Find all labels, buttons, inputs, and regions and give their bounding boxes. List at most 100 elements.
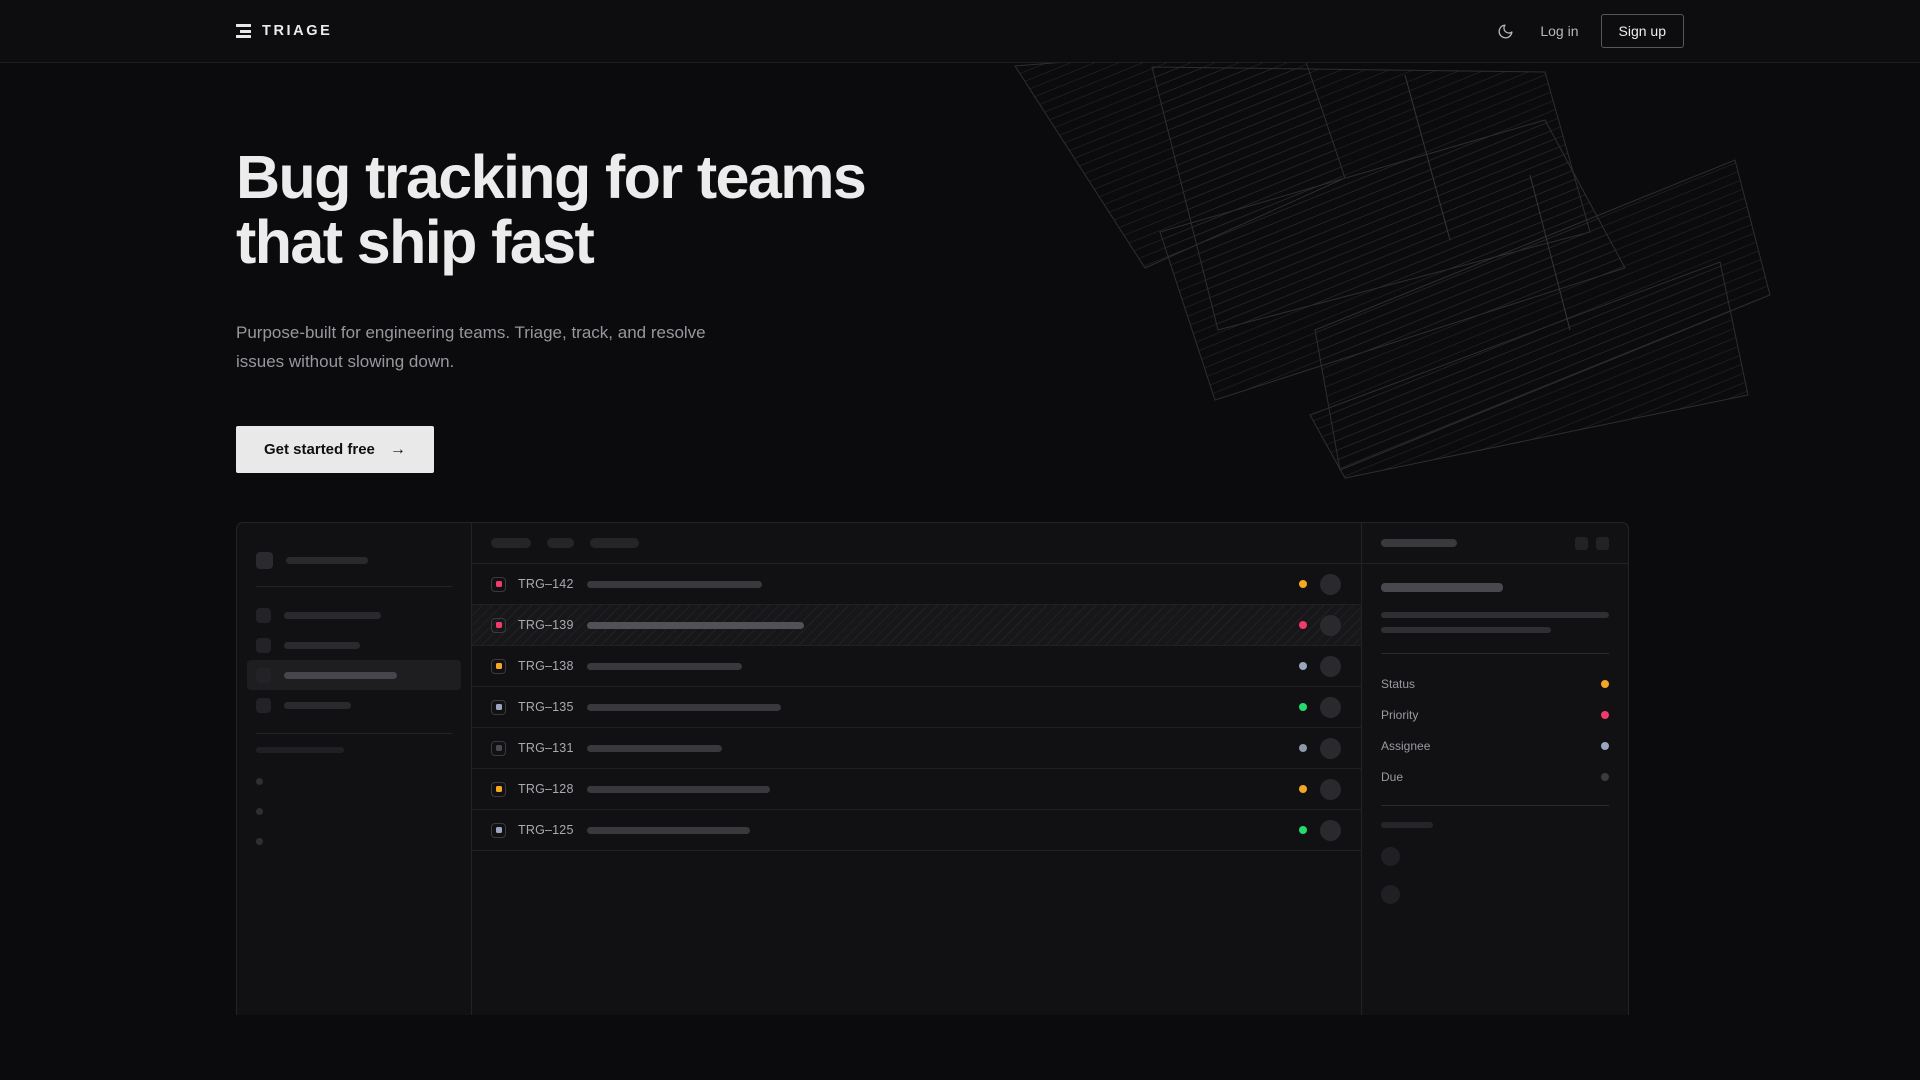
site-header: TRIAGE Log in Sign up: [0, 0, 1920, 63]
meta-label: Due: [1381, 769, 1404, 784]
detail-issue-title-placeholder: [1381, 583, 1503, 592]
meta-label: Status: [1381, 676, 1416, 691]
hero-title-line-1: Bug tracking for teams: [236, 143, 867, 211]
issue-title-placeholder: [587, 580, 762, 588]
detail-comments-label-placeholder: [1381, 822, 1433, 828]
sidebar-item-icon: [256, 667, 271, 683]
detail-action-button-0[interactable]: [1575, 536, 1588, 550]
login-link[interactable]: Log in: [1540, 23, 1579, 39]
sidebar-item-label-placeholder: [284, 611, 381, 619]
priority-indicator: [491, 617, 506, 633]
issue-key: TRG–135: [518, 700, 574, 714]
meta-row-status[interactable]: Status: [1381, 668, 1609, 699]
bullet-icon: [256, 777, 263, 785]
hero-subtitle: Purpose-built for engineering teams. Tri…: [236, 322, 706, 371]
stacked-bars-logo-icon: [236, 24, 251, 38]
issue-title-placeholder: [587, 826, 750, 834]
get-started-label: Get started free: [264, 441, 375, 458]
table-row[interactable]: TRG–138: [472, 646, 1361, 687]
table-row[interactable]: TRG–131: [472, 728, 1361, 769]
brand-logo[interactable]: TRIAGE: [236, 23, 332, 39]
table-row[interactable]: TRG–135: [472, 687, 1361, 728]
meta-label: Assignee: [1381, 738, 1431, 753]
issue-title-placeholder: [587, 785, 770, 793]
sidebar-nav: [247, 600, 461, 720]
sidebar-divider-2: [256, 733, 452, 734]
status-badge: [1299, 662, 1307, 670]
issue-key: TRG–131: [518, 741, 574, 755]
table-row[interactable]: TRG–139: [472, 605, 1361, 646]
mock-sidebar: [237, 523, 472, 1015]
status-badge: [1299, 621, 1307, 629]
workspace-switcher[interactable]: [256, 547, 452, 573]
issue-key: TRG–138: [518, 659, 574, 673]
description-line-0: [1381, 612, 1609, 618]
table-row[interactable]: TRG–128: [472, 769, 1361, 810]
moon-icon[interactable]: [1492, 18, 1518, 44]
priority-indicator: [491, 781, 506, 797]
sidebar-item-label-placeholder: [284, 641, 360, 649]
table-row[interactable]: TRG–125: [472, 810, 1361, 851]
issue-title-placeholder: [587, 662, 742, 670]
meta-row-due[interactable]: Due: [1381, 761, 1609, 792]
table-row[interactable]: TRG–142: [472, 564, 1361, 605]
sidebar-item-label-placeholder: [284, 701, 351, 709]
sidebar-item-3[interactable]: [247, 690, 461, 720]
bullet-icon: [256, 807, 263, 815]
signup-button[interactable]: Sign up: [1600, 14, 1684, 48]
avatar: [1320, 614, 1341, 636]
sidebar-item-2[interactable]: [247, 660, 461, 690]
hero-section: Bug tracking for teams that ship fast Pu…: [0, 63, 1920, 473]
issue-key: TRG–139: [518, 618, 574, 632]
avatar: [1320, 737, 1341, 759]
issue-title-placeholder: [587, 621, 804, 629]
toolbar-chip-2[interactable]: [590, 538, 639, 548]
issue-title-placeholder: [587, 703, 781, 711]
bullet-icon: [256, 837, 263, 845]
issue-key: TRG–125: [518, 823, 574, 837]
detail-title-placeholder: [1381, 539, 1457, 547]
detail-action-button-1[interactable]: [1596, 536, 1609, 550]
meta-value-dot: [1601, 772, 1609, 781]
sidebar-item-icon: [256, 607, 271, 623]
detail-divider: [1381, 653, 1609, 654]
avatar: [1320, 655, 1341, 677]
sidebar-sub-item-0[interactable]: [256, 766, 452, 796]
sidebar-item-icon: [256, 697, 271, 713]
description-line-1: [1381, 627, 1551, 633]
detail-divider-2: [1381, 805, 1609, 806]
priority-indicator: [491, 658, 506, 674]
status-badge: [1299, 744, 1307, 752]
meta-value-dot: [1601, 741, 1609, 750]
avatar: [1320, 573, 1341, 595]
sidebar-item-1[interactable]: [247, 630, 461, 660]
detail-description-placeholder: [1381, 612, 1609, 633]
status-badge: [1299, 580, 1307, 588]
sidebar-sub-item-2[interactable]: [256, 826, 452, 856]
status-badge: [1299, 703, 1307, 711]
meta-label: Priority: [1381, 707, 1419, 722]
brand-name: TRIAGE: [262, 23, 333, 39]
toolbar-chip-0[interactable]: [491, 538, 531, 548]
meta-row-priority[interactable]: Priority: [1381, 699, 1609, 730]
sidebar-section-label-placeholder: [256, 747, 344, 753]
toolbar-chip-1[interactable]: [547, 538, 574, 548]
sidebar-item-0[interactable]: [247, 600, 461, 630]
priority-indicator: [491, 576, 506, 592]
hero-title-line-2: that ship fast: [236, 208, 595, 277]
sidebar-item-label-placeholder: [284, 671, 397, 679]
meta-value-dot: [1601, 710, 1609, 719]
meta-row-assignee[interactable]: Assignee: [1381, 730, 1609, 761]
comment-avatar-0: [1381, 847, 1400, 866]
get-started-button[interactable]: Get started free →: [236, 426, 434, 473]
sidebar-sub-items: [256, 766, 452, 856]
sidebar-divider: [256, 586, 452, 587]
page-title: Bug tracking for teams that ship fast: [236, 143, 996, 277]
arrow-right-icon: →: [389, 440, 406, 458]
avatar: [1320, 696, 1341, 718]
sidebar-sub-item-1[interactable]: [256, 796, 452, 826]
